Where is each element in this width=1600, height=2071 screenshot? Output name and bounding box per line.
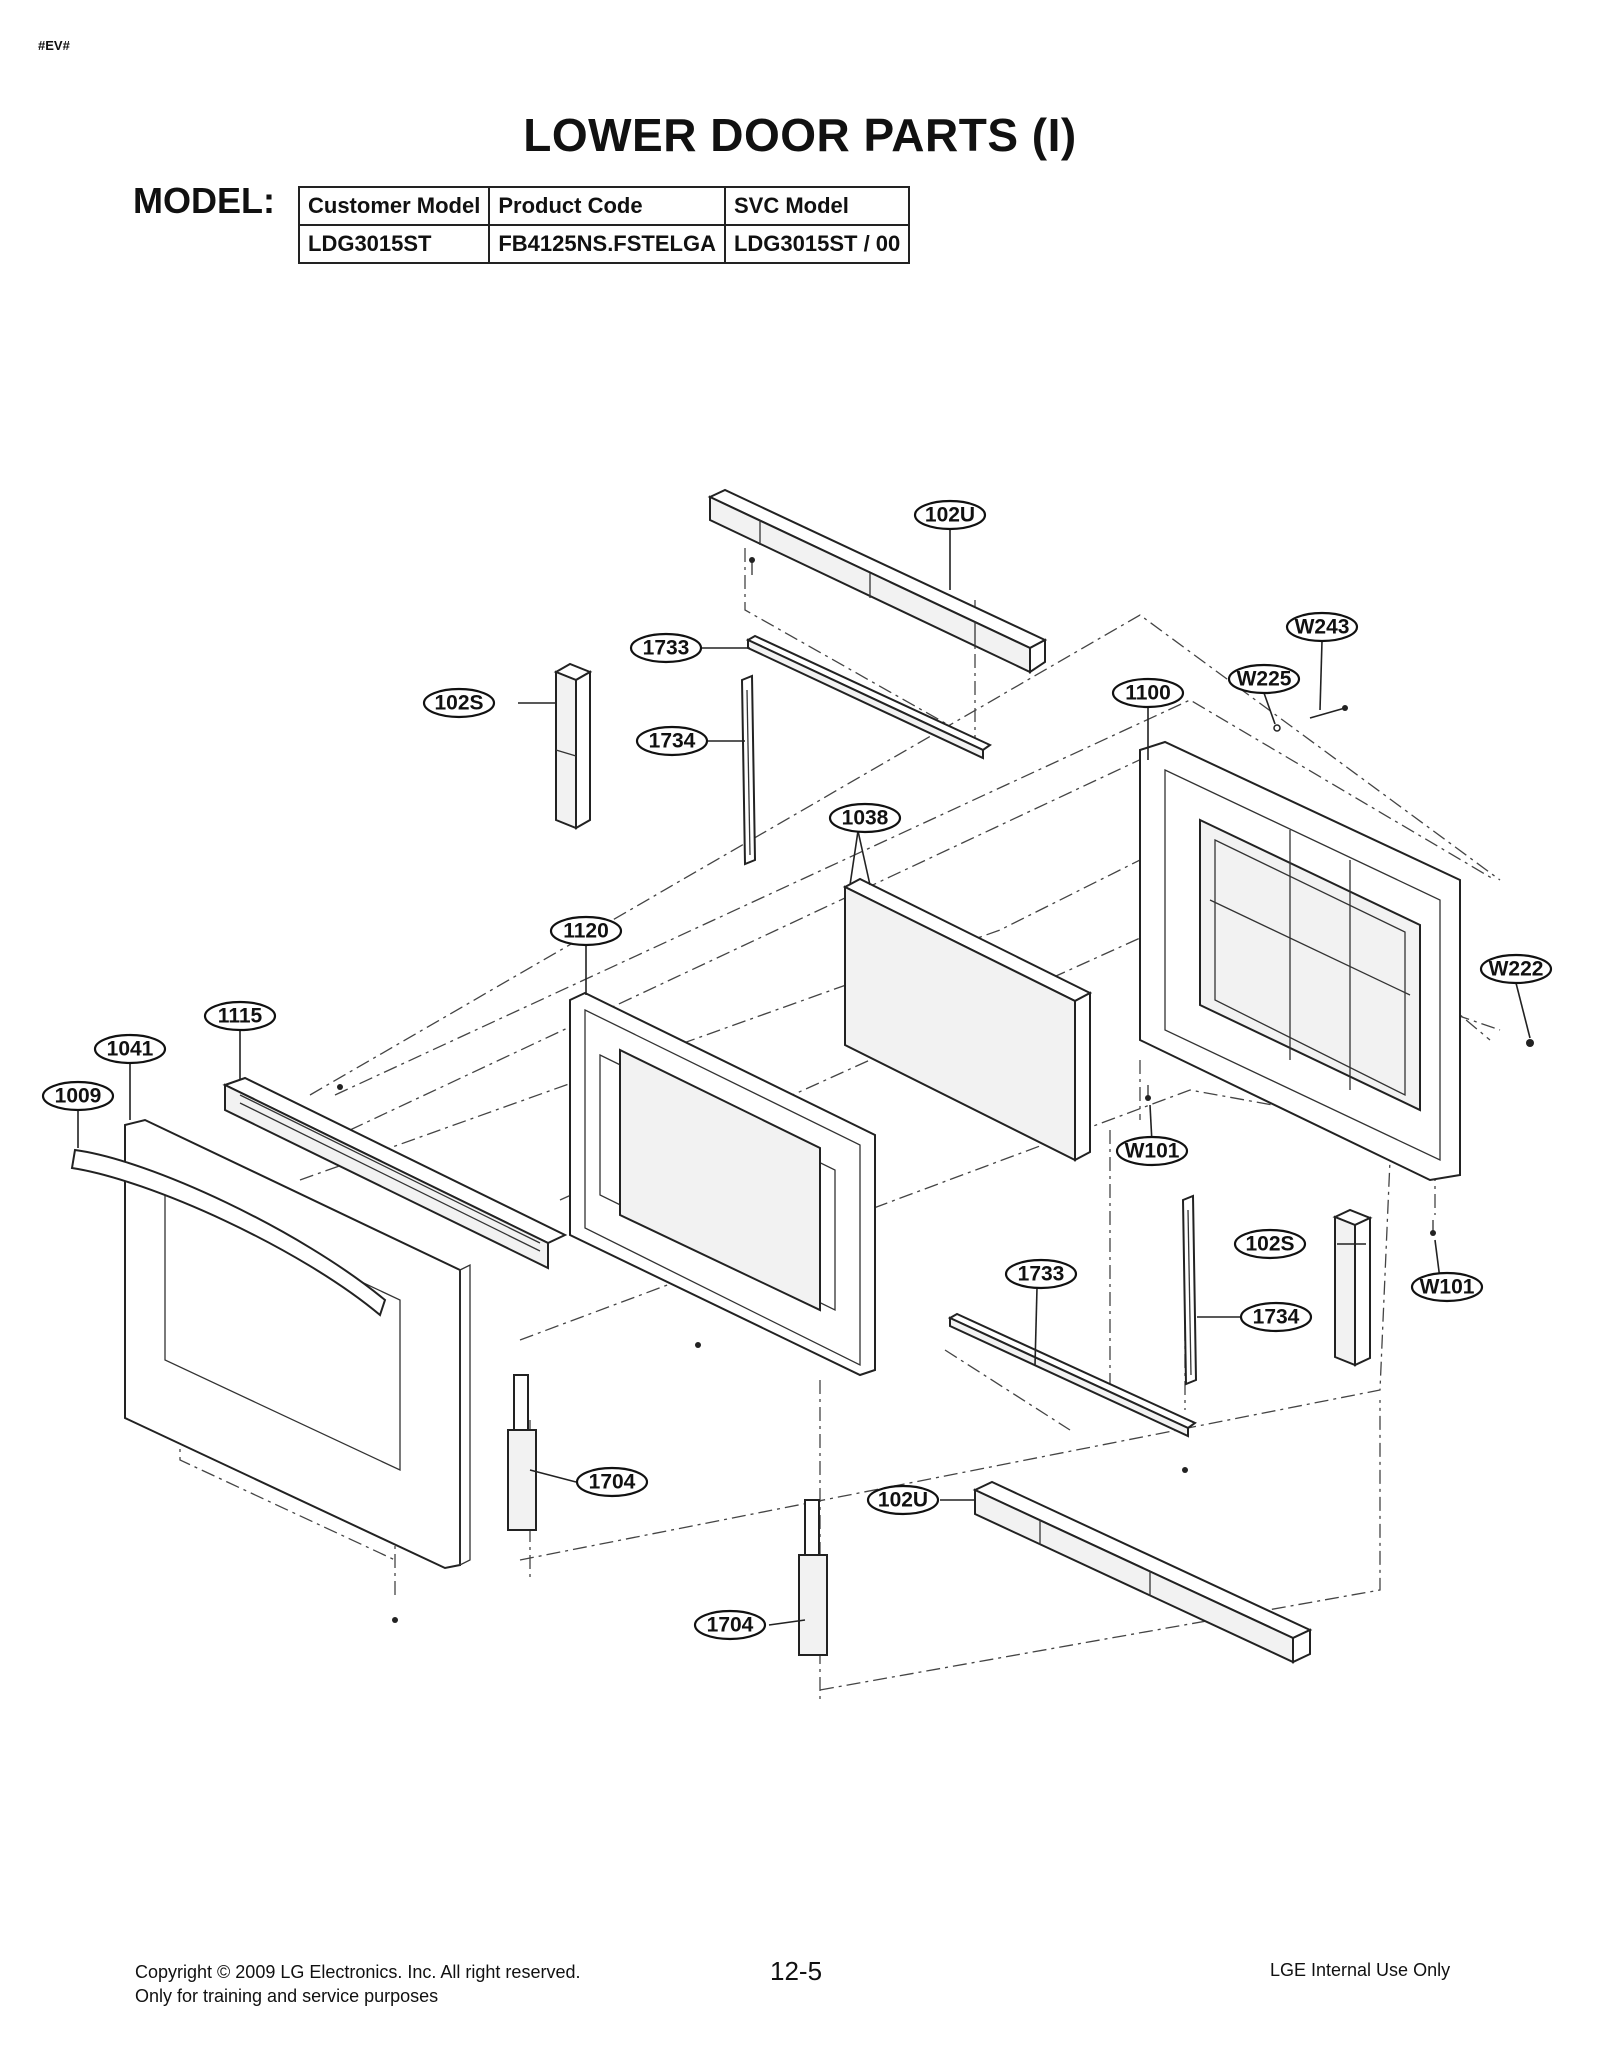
callout-1734-left: 1734 [635,725,709,757]
callout-1038: 1038 [828,802,902,834]
callout-label: 1120 [563,920,609,943]
callout-1009: 1009 [41,1080,115,1112]
callout-label: 1038 [842,807,889,830]
callout-1041: 1041 [93,1033,167,1065]
page-number: 12-5 [770,1956,823,1986]
header-product-code: Product Code [488,186,726,226]
callout-W243: W243 [1285,611,1359,643]
left-side-seal [740,674,757,866]
footer-copyright: Copyright © 2009 LG Electronics. Inc. Al… [135,1960,580,2008]
callout-W101-right: W101 [1410,1271,1484,1303]
callout-label: 1115 [218,1005,263,1028]
callout-1704-bottom: 1704 [693,1609,767,1641]
callout-W101-mid: W101 [1115,1135,1189,1167]
callout-1120: 1120 [549,915,623,947]
door-handle [70,1148,387,1317]
callout-label: 1734 [649,730,696,753]
cell-customer-model: LDG3015ST [297,224,491,264]
callout-102S-right: 102S [1233,1228,1307,1260]
left-door-hinge [507,1374,537,1531]
callout-1733-top: 1733 [629,632,703,664]
callout-102S-left: 102S [422,687,496,719]
screw [1309,705,1348,719]
screw [695,1342,701,1348]
callout-label: W101 [1125,1140,1180,1163]
washer [1273,724,1281,732]
right-side-seal [1181,1194,1198,1386]
callout-label: 1733 [1018,1263,1065,1286]
bottom-frame-bar [972,1480,1313,1664]
screw [1182,1467,1188,1473]
callout-W225: W225 [1227,663,1301,695]
callout-label: 102S [434,692,483,715]
callout-label: W101 [1420,1276,1475,1299]
callout-label: 102U [878,1489,928,1512]
callout-label: 1009 [55,1085,102,1108]
screw [1145,1085,1151,1101]
glass-frame [569,991,876,1377]
top-door-seal [745,634,992,760]
bottom-door-hinge [798,1499,828,1656]
document-tag: #EV# [38,38,70,53]
callout-label: 102U [925,504,975,527]
screw [749,557,755,575]
screw [1526,1039,1534,1047]
inner-door-panel [1139,740,1461,1182]
vent-trim-bar [222,1076,568,1270]
callout-label: 1041 [107,1038,154,1061]
callout-1733-bottom: 1733 [1004,1258,1078,1290]
screw [337,1084,343,1090]
callout-1100: 1100 [1111,677,1185,709]
callout-label: 1100 [1125,682,1171,705]
door-glass-pane [842,877,1093,1162]
header-customer-model: Customer Model [297,186,491,226]
callout-label: 1733 [643,637,690,660]
outer-door-panel [124,1118,471,1570]
cell-svc-model: LDG3015ST / 00 [723,224,911,264]
left-side-block [553,662,593,830]
model-table-header-row: Customer Model Product Code SVC Model [297,186,911,226]
callout-102U-top: 102U [913,499,987,531]
callout-1115: 1115 [203,1000,277,1032]
copyright-text: Copyright © 2009 LG Electronics. Inc. Al… [135,1962,581,1982]
callout-1704-left: 1704 [575,1466,649,1498]
screw [392,1617,398,1623]
callout-W222: W222 [1479,953,1553,985]
purpose-text: Only for training and service purposes [135,1986,439,2006]
cell-product-code: FB4125NS.FSTELGA [488,224,726,264]
callout-label: W222 [1489,958,1544,981]
model-label: MODEL: [133,180,275,221]
callout-label: W243 [1295,616,1350,639]
callout-102U-bottom: 102U [866,1484,940,1516]
callout-label: 1704 [707,1614,754,1637]
bottom-door-seal [947,1312,1197,1438]
screw [1430,1220,1436,1236]
model-table-data-row: LDG3015ST FB4125NS.FSTELGA LDG3015ST / 0… [297,224,911,264]
callout-label: 1704 [589,1471,636,1494]
callout-label: 102S [1245,1233,1294,1256]
page-title: LOWER DOOR PARTS (I) [523,109,1077,161]
model-table: Customer Model Product Code SVC Model LD… [297,186,911,264]
callout-label: W225 [1237,668,1292,691]
header-svc-model: SVC Model [723,186,911,226]
callout-label: 1734 [1253,1306,1300,1329]
top-frame-bar [707,488,1048,674]
callout-1734-right: 1734 [1239,1301,1313,1333]
right-side-block [1332,1208,1373,1367]
internal-use-note: LGE Internal Use Only [1270,1960,1451,1980]
